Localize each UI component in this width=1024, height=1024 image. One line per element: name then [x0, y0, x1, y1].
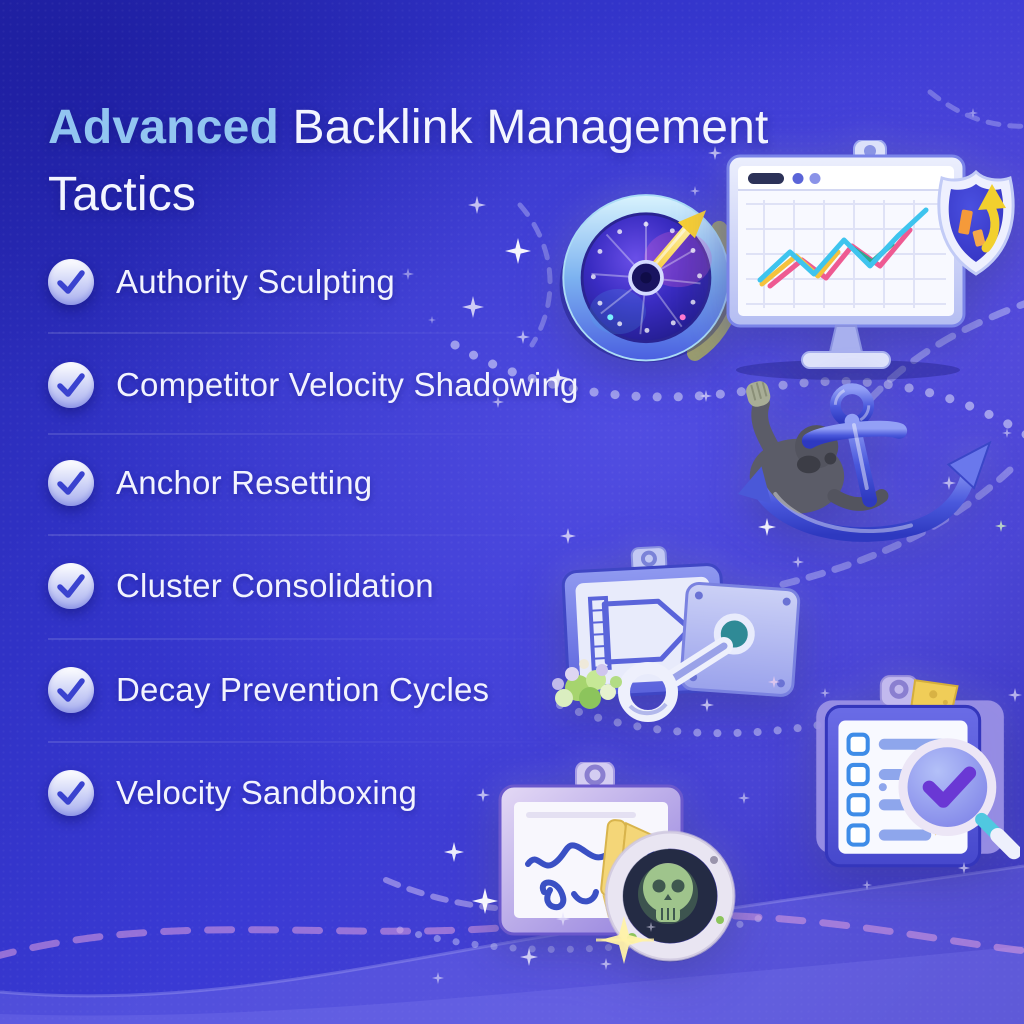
check-icon [48, 770, 94, 816]
page-title: Advanced Backlink Management Tactics [48, 94, 900, 228]
sparkle-icon [738, 792, 750, 804]
check-icon [48, 667, 94, 713]
list-item-label: Competitor Velocity Shadowing [116, 366, 579, 403]
sparkle-icon [505, 238, 531, 264]
anchor-icon [706, 370, 1002, 557]
sparkle-icon [646, 922, 656, 932]
sparkle-icon [792, 556, 804, 568]
list-item-authority-sculpting: Authority Sculpting [48, 259, 395, 305]
list-item-label: Cluster Consolidation [116, 567, 434, 604]
title-accent: Advanced [48, 101, 280, 155]
list-divider [48, 534, 588, 536]
linked-panels-icon [544, 546, 816, 729]
magnifier-check-icon [898, 738, 1022, 860]
green-cluster [552, 659, 622, 709]
list-item-label: Velocity Sandboxing [116, 774, 418, 811]
check-icon [48, 259, 94, 305]
sketchpad-skull-icon [478, 761, 746, 969]
sparkle-icon [462, 296, 484, 318]
sparkle-icon [600, 958, 612, 970]
sparkle-icon [476, 788, 490, 802]
list-divider [48, 741, 588, 743]
list-item-label: Decay Prevention Cycles [116, 671, 490, 708]
sparkle-icon [942, 476, 956, 490]
list-divider [48, 638, 588, 640]
title-rest: Backlink Management Tactics [48, 101, 769, 222]
sparkle-icon [700, 698, 714, 712]
list-item-competitor-velocity-shadowing: Competitor Velocity Shadowing [48, 362, 579, 408]
list-item-cluster-consolidation: Cluster Consolidation [48, 563, 434, 609]
sparkle-icon [820, 688, 830, 698]
checklist-rows [846, 732, 954, 847]
shield-growth-icon [937, 169, 1015, 276]
sparkle-icon [995, 520, 1007, 532]
sparkle-icon [758, 518, 776, 536]
list-item-decay-prevention-cycles: Decay Prevention Cycles [48, 667, 489, 713]
sparkle-icon [862, 880, 872, 890]
list-item-label: Anchor Resetting [116, 464, 373, 501]
sparkle-icon [958, 862, 970, 874]
list-item-anchor-resetting: Anchor Resetting [48, 460, 372, 506]
sparkle-icon [690, 186, 700, 196]
sparkle-icon [472, 888, 498, 914]
list-item-velocity-sandboxing: Velocity Sandboxing [48, 770, 417, 816]
check-icon [48, 563, 94, 609]
list-divider [48, 332, 588, 334]
check-icon [48, 460, 94, 506]
skull-porthole-icon [596, 830, 736, 964]
sparkle-icon [700, 390, 712, 402]
sparkle-icon [560, 528, 576, 544]
sparkle-icon [520, 948, 538, 966]
audit-checklist-icon [786, 672, 1022, 879]
sparkle-icon [1008, 688, 1022, 702]
sparkle-icon [444, 842, 464, 862]
sparkle-icon [556, 912, 570, 926]
sparkle-icon [1002, 428, 1012, 438]
sparkle-icon [402, 268, 414, 280]
sparkle-icon [432, 972, 444, 984]
sparkle-icon [968, 108, 978, 118]
list-item-label: Authority Sculpting [116, 263, 395, 300]
list-divider [48, 433, 588, 435]
monitor-growth-chart-icon [720, 139, 1022, 387]
check-icon [48, 362, 94, 408]
sparkle-icon [768, 676, 780, 688]
sparkle-icon [428, 316, 436, 324]
